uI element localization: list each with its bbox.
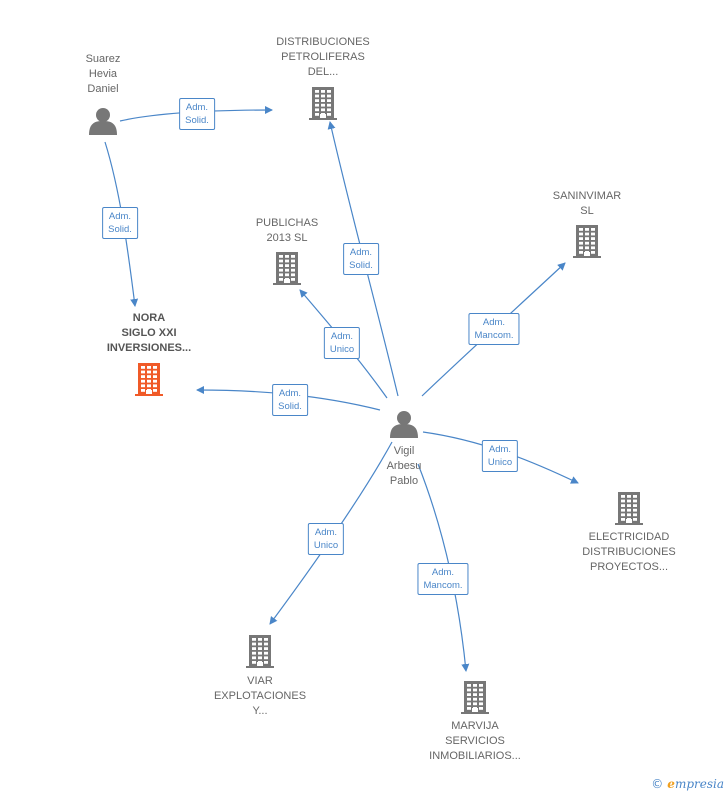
node-label-line: NORA — [132, 312, 166, 324]
node-label-line: PETROLIFERAS — [281, 51, 365, 63]
edge-label-vigil-to-publichas[interactable]: Adm. Unico — [323, 327, 361, 359]
node-label-line: INVERSIONES... — [106, 342, 192, 354]
edge-vigil-to-marvija — [417, 463, 470, 672]
brand-logo-text: mpresia — [674, 777, 724, 791]
node-label-viar[interactable]: VIAR EXPLOTACIONES Y... — [214, 674, 306, 719]
edge-label-vigil-to-distribuciones[interactable]: Adm. Solid. — [343, 243, 379, 275]
node-label-line: SERVICIOS — [445, 735, 505, 747]
node-label-line: Daniel — [87, 83, 119, 95]
node-label-electricidad[interactable]: ELECTRICIDAD DISTRIBUCIONES PROYECTOS... — [582, 530, 676, 575]
edge-label-vigil-to-viar[interactable]: Adm. Unico — [307, 523, 345, 555]
person-icon-vigil[interactable] — [390, 411, 418, 438]
edge-label-line: Unico — [487, 457, 513, 468]
node-label-line: DEL... — [307, 66, 339, 78]
brand-logo-initial: e — [667, 777, 675, 791]
edge-label-vigil-to-electricidad[interactable]: Adm. Unico — [481, 440, 519, 472]
node-label-distribuciones[interactable]: DISTRIBUCIONES PETROLIFERAS DEL... — [276, 35, 370, 80]
edge-label-line: Solid. — [108, 224, 132, 235]
brand-footer: ©empresia — [651, 777, 724, 791]
edges-layer — [104, 106, 579, 672]
node-label-line: Y... — [252, 705, 268, 717]
edge-label-vigil-to-marvija[interactable]: Adm. Mancom. — [417, 563, 469, 595]
node-label-line: Hevia — [88, 68, 118, 80]
edge-label-line: Adm. — [488, 444, 512, 455]
edge-label-line: Mancom. — [423, 580, 463, 591]
node-label-line: SL — [580, 205, 594, 217]
node-label-line: MARVIJA — [451, 720, 499, 732]
building-icon-distribuciones[interactable] — [309, 87, 337, 120]
node-label-line: Arbesu — [386, 460, 422, 472]
node-label-line: INMOBILIARIOS... — [429, 750, 521, 762]
edge-label-line: Adm. — [431, 567, 455, 578]
edge-label-line: Solid. — [278, 401, 302, 412]
building-icon-electricidad[interactable] — [615, 492, 643, 525]
edge-label-line: Unico — [329, 344, 355, 355]
node-label-line: PROYECTOS... — [589, 561, 669, 573]
node-label-line: Pablo — [389, 475, 419, 487]
edge-label-line: Adm. — [278, 388, 302, 399]
edge-label-line: Solid. — [349, 260, 373, 271]
node-label-line: VIAR — [247, 675, 273, 687]
building-icon-saninvimar[interactable] — [573, 225, 601, 258]
edge-label-line: Solid. — [185, 115, 209, 126]
edge-label-suarez-to-nora[interactable]: Adm. Solid. — [102, 207, 138, 239]
copyright-icon: © — [651, 777, 664, 791]
node-label-line: Suarez — [85, 53, 121, 65]
edge-label-line: Unico — [313, 540, 339, 551]
node-label-line: DISTRIBUCIONES — [276, 36, 370, 48]
edge-label-line: Adm. — [185, 102, 209, 113]
node-label-marvija[interactable]: MARVIJA SERVICIOS INMOBILIARIOS... — [429, 719, 521, 764]
node-label-nora[interactable]: NORA SIGLO XXI INVERSIONES... — [107, 311, 191, 356]
edge-label-line: Adm. — [349, 247, 373, 258]
building-icon-marvija[interactable] — [461, 681, 489, 714]
node-label-line: PUBLICHAS — [255, 217, 319, 229]
node-label-line: ELECTRICIDAD — [588, 531, 670, 543]
node-label-line: EXPLOTACIONES — [213, 690, 307, 702]
node-label-line: Vigil — [393, 445, 415, 457]
building-icon-nora[interactable] — [135, 363, 163, 396]
edge-label-suarez-to-distribuciones[interactable]: Adm. Solid. — [179, 98, 215, 130]
building-icon-viar[interactable] — [246, 635, 274, 668]
node-label-line: SANINVIMAR — [552, 190, 622, 202]
edge-label-vigil-to-saninvimar[interactable]: Adm. Mancom. — [468, 313, 520, 345]
edge-label-line: Mancom. — [474, 330, 514, 341]
node-label-saninvimar[interactable]: SANINVIMAR SL — [553, 189, 621, 219]
edge-label-line: Adm. — [108, 211, 132, 222]
node-label-line: DISTRIBUCIONES — [582, 546, 676, 558]
person-icon-suarez[interactable] — [89, 108, 117, 135]
edge-label-line: Adm. — [330, 331, 354, 342]
edge-label-line: Adm. — [482, 317, 506, 328]
node-label-publichas[interactable]: PUBLICHAS 2013 SL — [256, 216, 318, 246]
node-label-line: SIGLO XXI — [121, 327, 177, 339]
building-icon-publichas[interactable] — [273, 252, 301, 285]
edge-label-vigil-to-nora[interactable]: Adm. Solid. — [272, 384, 308, 416]
edge-label-line: Adm. — [314, 527, 338, 538]
node-label-line: 2013 SL — [266, 232, 308, 244]
nodes-layer — [89, 87, 643, 714]
